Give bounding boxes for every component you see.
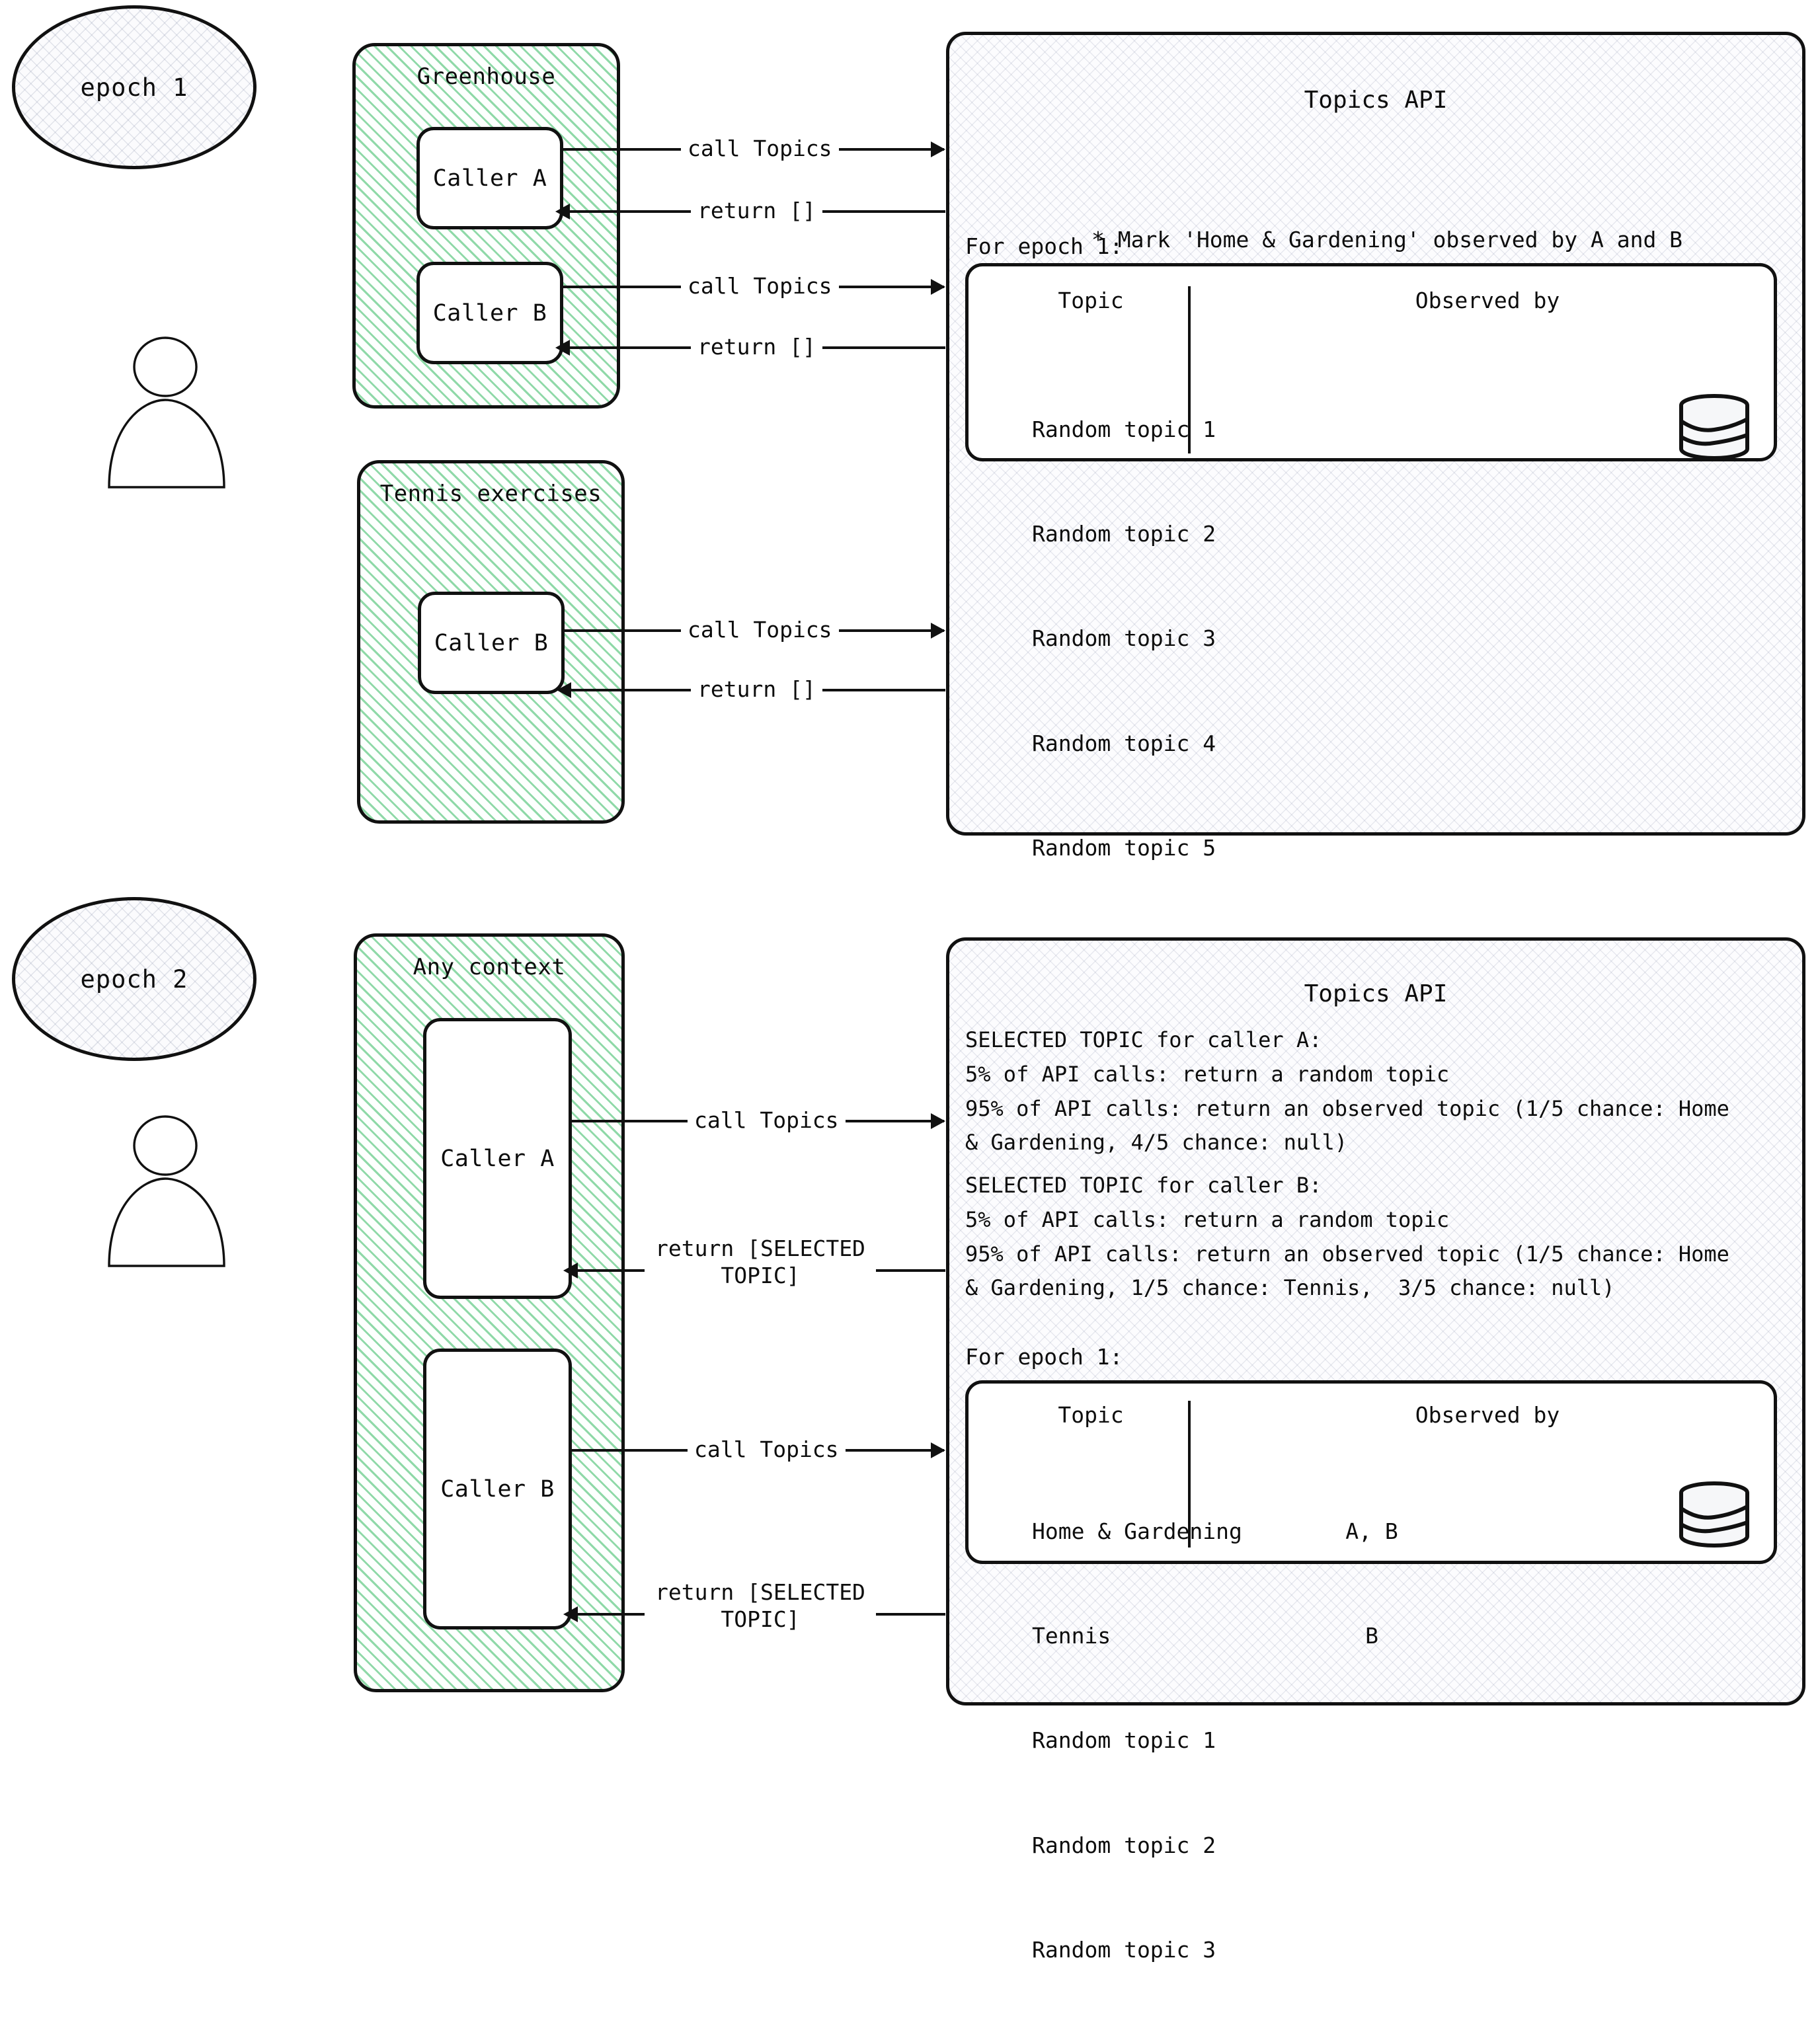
- table-row: Random topic 2: [1032, 520, 1216, 547]
- table-row: [1230, 1933, 1514, 1968]
- arrow-head-return-tennis: [557, 682, 571, 698]
- arrow-head-return-a1: [555, 204, 570, 219]
- database-icon: [1675, 1481, 1754, 1550]
- table-row: [1230, 517, 1514, 552]
- topics-api-panel-epoch2: Topics API SELECTED TOPIC for caller A: …: [946, 937, 1805, 1963]
- table-topic-cells-epoch2: Home & Gardening Tennis Random topic 1 R…: [1032, 1444, 1242, 2038]
- diagram-canvas: epoch 1 Greenhouse Caller A Caller B Ten…: [12, 5, 1805, 1963]
- context-any-context-title: Any context: [413, 954, 566, 980]
- table-row: [1230, 412, 1514, 448]
- person-icon: [102, 1113, 235, 1271]
- caller-b-tennis[interactable]: Caller B: [418, 592, 565, 694]
- table-header-topic-epoch2: Topic: [1058, 1402, 1124, 1428]
- for-epoch-caption-epoch1: For epoch 1:: [965, 233, 1123, 259]
- table-divider-epoch2: [1188, 1401, 1191, 1548]
- table-row: [1230, 621, 1514, 656]
- caller-a-any-context-label: Caller A: [440, 1145, 555, 1172]
- arrow-label-call-topics-b2: call Topics: [688, 1436, 846, 1464]
- arrow-label-call-topics-tennis: call Topics: [681, 616, 839, 644]
- table-row: Random topic 4: [1032, 730, 1216, 756]
- person-icon: [102, 334, 235, 492]
- caller-b-greenhouse-label: Caller B: [432, 299, 547, 327]
- topics-api-title-epoch1: Topics API: [1304, 87, 1448, 114]
- caller-b-any-context[interactable]: Caller B: [423, 1349, 572, 1629]
- topics-table-epoch1: Topic Observed by Random topic 1 Random …: [965, 263, 1777, 861]
- arrow-head-call-topics-a2: [931, 1113, 945, 1129]
- table-row: A, B: [1345, 1518, 1398, 1544]
- table-row: Random topic 1: [1032, 416, 1216, 442]
- table-row: Random topic 3: [1032, 1937, 1216, 1963]
- arrow-label-call-topics-a2: call Topics: [688, 1107, 846, 1134]
- table-header-observed-epoch1: Observed by: [1415, 288, 1560, 313]
- topics-api-panel-epoch1: Topics API * Mark 'Home & Gardening' obs…: [946, 32, 1805, 861]
- table-row: [1230, 726, 1514, 762]
- table-header-observed-epoch2: Observed by: [1415, 1402, 1560, 1428]
- arrow-head-call-topics-b2: [931, 1442, 945, 1458]
- context-greenhouse-title: Greenhouse: [416, 63, 556, 90]
- table-row: Home & Gardening: [1032, 1518, 1242, 1544]
- arrow-label-call-topics-a1: call Topics: [681, 135, 839, 163]
- caller-a-greenhouse-label: Caller A: [432, 165, 547, 192]
- arrow-head-call-topics-tennis: [931, 623, 945, 639]
- table-row: Random topic 1: [1032, 1727, 1216, 1754]
- table-observed-cells-epoch1: [1230, 342, 1514, 936]
- caller-a-greenhouse[interactable]: Caller A: [416, 127, 563, 229]
- table-row: Random topic 3: [1032, 625, 1216, 652]
- epoch-1-badge: epoch 1: [12, 5, 257, 169]
- caller-a-any-context[interactable]: Caller A: [423, 1018, 572, 1299]
- table-row: [1230, 1828, 1514, 1863]
- epoch-2-label: epoch 2: [80, 964, 188, 994]
- table-row: Random topic 2: [1032, 1832, 1216, 1858]
- table-row: Random topic 5: [1032, 835, 1216, 861]
- caller-b-greenhouse[interactable]: Caller B: [416, 262, 563, 364]
- table-row: Tennis: [1032, 1622, 1111, 1649]
- arrow-head-return-b1: [555, 340, 570, 356]
- arrow-head-call-topics-b1: [931, 279, 945, 295]
- arrow-label-return-b2: return [SELECTED TOPIC]: [645, 1579, 876, 1633]
- table-observed-cells-epoch2: A, B B: [1230, 1444, 1514, 2038]
- caller-b-tennis-label: Caller B: [434, 629, 549, 656]
- table-row: [1230, 1723, 1514, 1758]
- arrow-label-call-topics-b1: call Topics: [681, 272, 839, 300]
- topics-api-title-epoch2: Topics API: [1304, 980, 1448, 1007]
- topics-table-epoch2: Topic Observed by Home & Gardening Tenni…: [965, 1380, 1777, 1963]
- caller-b-any-context-label: Caller B: [440, 1475, 555, 1503]
- topics-api-bullet-1: * Mark 'Home & Gardening' observed by A …: [1091, 227, 1683, 253]
- database-icon: [1675, 394, 1754, 463]
- table-divider-epoch1: [1188, 286, 1191, 453]
- arrow-head-return-a2: [563, 1263, 578, 1278]
- arrow-label-return-tennis: return []: [691, 676, 822, 703]
- epoch-2-badge: epoch 2: [12, 897, 257, 1061]
- topics-api-rule-caller-a: SELECTED TOPIC for caller A: 5% of API c…: [965, 1027, 1729, 1156]
- arrow-label-return-a1: return []: [691, 197, 822, 225]
- topics-api-rule-caller-b: SELECTED TOPIC for caller B: 5% of API c…: [965, 1173, 1729, 1301]
- table-row: [1230, 831, 1514, 866]
- epoch-1-label: epoch 1: [80, 73, 188, 102]
- arrow-label-return-a2: return [SELECTED TOPIC]: [645, 1235, 876, 1290]
- table-row: B: [1365, 1622, 1378, 1649]
- context-tennis-exercises-title: Tennis exercises: [379, 481, 602, 507]
- table-header-topic-epoch1: Topic: [1058, 288, 1124, 313]
- arrow-label-return-b1: return []: [691, 333, 822, 361]
- arrow-head-call-topics-a1: [931, 141, 945, 157]
- table-topic-cells-epoch1: Random topic 1 Random topic 2 Random top…: [1032, 342, 1216, 936]
- arrow-head-return-b2: [563, 1606, 578, 1622]
- for-epoch-caption-epoch2: For epoch 1:: [965, 1344, 1123, 1370]
